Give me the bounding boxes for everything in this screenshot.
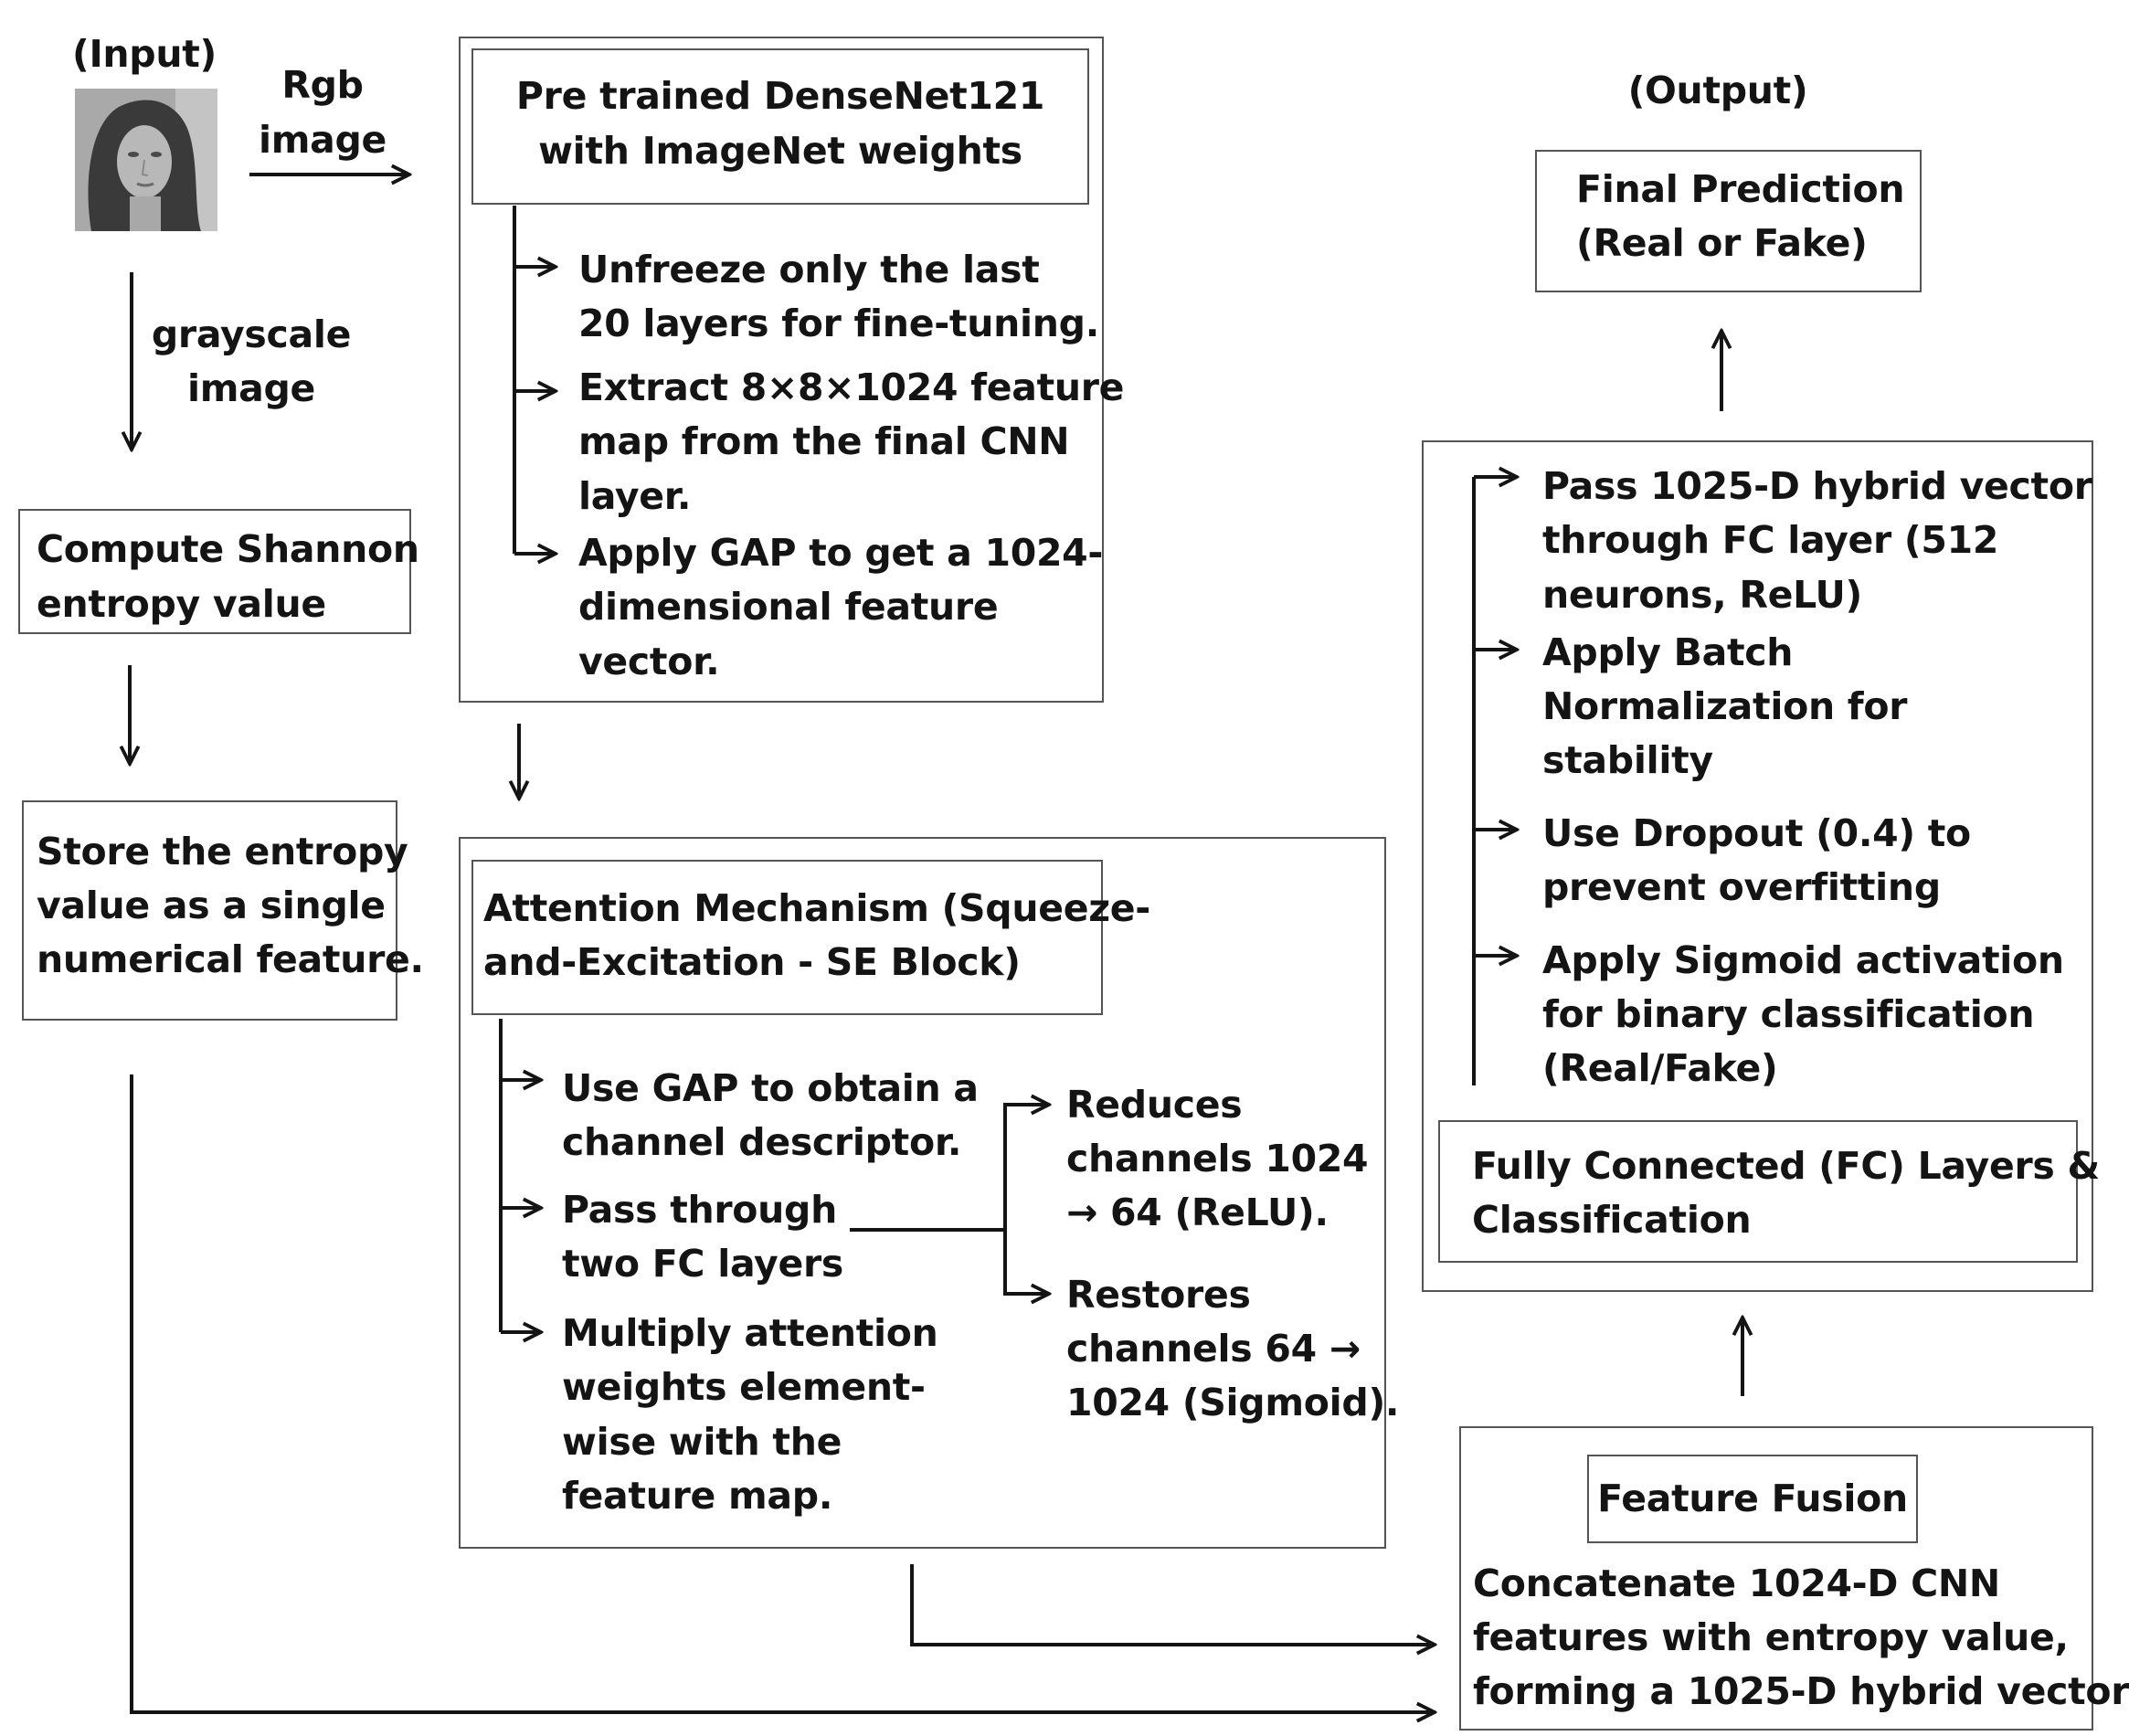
fc-reduce-line3: → 64 (ReLU). xyxy=(1066,1191,1329,1234)
attention-step3-line4: feature map. xyxy=(562,1474,833,1518)
fusion-outer-box xyxy=(1459,1426,2093,1731)
input-face-image xyxy=(75,89,217,232)
fusion-body-line2: features with entropy value, xyxy=(1473,1615,2069,1659)
store-entropy-line3: numerical feature. xyxy=(37,937,424,981)
attention-step1-line1: Use GAP to obtain a xyxy=(562,1066,979,1110)
fusion-body-line1: Concatenate 1024-D CNN xyxy=(1473,1561,2000,1605)
fusion-body-line3: forming a 1025-D hybrid vector xyxy=(1473,1669,2129,1713)
fc-step1-line1: Pass 1025-D hybrid vector xyxy=(1542,464,2092,508)
fc-step4-line3: (Real/Fake) xyxy=(1542,1046,1778,1090)
densenet-title-line1: Pre trained DenseNet121 xyxy=(515,74,1045,118)
compute-entropy-line1: Compute Shannon xyxy=(37,527,419,571)
attention-step1-line2: channel descriptor. xyxy=(562,1120,962,1164)
fc-step1-line2: through FC layer (512 xyxy=(1542,518,1999,562)
fusion-title-box xyxy=(1587,1455,1918,1543)
fc-title-box xyxy=(1438,1120,2078,1263)
fc-restore-line1: Restores xyxy=(1066,1273,1251,1317)
attention-title-line2: and-Excitation - SE Block) xyxy=(483,940,1021,984)
final-prediction-line2: (Real or Fake) xyxy=(1576,221,1868,265)
fc-reduce-line1: Reduces xyxy=(1066,1083,1243,1127)
fc-title-line2: Classification xyxy=(1472,1198,1752,1242)
fc-step3-line1: Use Dropout (0.4) to xyxy=(1542,811,1971,855)
fc-step2-line2: Normalization for xyxy=(1542,684,1908,728)
arrow-attention-to-fusion xyxy=(910,1564,1435,1645)
densenet-step1-line1: Unfreeze only the last xyxy=(578,248,1040,291)
grayscale-label-line2: image xyxy=(186,366,316,410)
densenet-title-line2: with ImageNet weights xyxy=(538,129,1022,173)
densenet-step3-line3: vector. xyxy=(578,640,720,683)
fc-step1-line3: neurons, ReLU) xyxy=(1542,573,1862,617)
fc-reduce-line2: channels 1024 xyxy=(1066,1137,1369,1180)
compute-entropy-line2: entropy value xyxy=(37,582,326,626)
fc-step4-line1: Apply Sigmoid activation xyxy=(1542,938,2064,982)
attention-step3-line3: wise with the xyxy=(562,1420,842,1464)
densenet-step2-line3: layer. xyxy=(578,474,692,518)
store-entropy-box xyxy=(22,800,397,1021)
input-label: (Input) xyxy=(72,32,217,76)
store-entropy-line1: Store the entropy xyxy=(37,830,408,873)
grayscale-label-line1: grayscale xyxy=(151,312,352,356)
arrow-entropy-to-fusion xyxy=(130,1074,1435,1712)
attention-step2-line2: two FC layers xyxy=(562,1242,844,1286)
compute-entropy-box xyxy=(18,509,411,634)
rgb-label-line2: image xyxy=(258,118,387,162)
attention-step3-line2: weights element- xyxy=(562,1365,926,1409)
fc-step2-line1: Apply Batch xyxy=(1542,630,1794,674)
attention-step3-line1: Multiply attention xyxy=(562,1311,938,1355)
rgb-label-line1: Rgb xyxy=(281,63,364,107)
fc-restore-line3: 1024 (Sigmoid). xyxy=(1066,1381,1400,1424)
densenet-step1-line2: 20 layers for fine-tuning. xyxy=(578,302,1099,345)
attention-outer-box xyxy=(459,837,1386,1549)
densenet-outer-box xyxy=(459,37,1104,703)
final-prediction-box xyxy=(1535,150,1922,292)
densenet-step3-line2: dimensional feature xyxy=(578,585,999,629)
fc-outer-box xyxy=(1422,440,2093,1292)
fc-restore-line2: channels 64 → xyxy=(1066,1327,1361,1371)
attention-title-line1: Attention Mechanism (Squeeze- xyxy=(483,886,1151,930)
densenet-step2-line1: Extract 8×8×1024 feature xyxy=(578,365,1125,409)
store-entropy-line2: value as a single xyxy=(37,884,386,927)
fusion-title: Feature Fusion xyxy=(1597,1477,1908,1520)
fc-title-line1: Fully Connected (FC) Layers & xyxy=(1472,1144,2100,1188)
densenet-step3-line1: Apply GAP to get a 1024- xyxy=(578,531,1104,575)
fc-step2-line3: stability xyxy=(1542,738,1713,782)
attention-step2-line1: Pass through xyxy=(562,1188,837,1232)
attention-title-box xyxy=(471,860,1103,1015)
densenet-step2-line2: map from the final CNN xyxy=(578,419,1070,463)
output-label: (Output) xyxy=(1627,69,1808,112)
densenet-title-box xyxy=(471,48,1089,205)
final-prediction-line1: Final Prediction xyxy=(1576,167,1905,211)
fc-step3-line2: prevent overfitting xyxy=(1542,865,1941,909)
fc-step4-line2: for binary classification xyxy=(1542,992,2035,1036)
